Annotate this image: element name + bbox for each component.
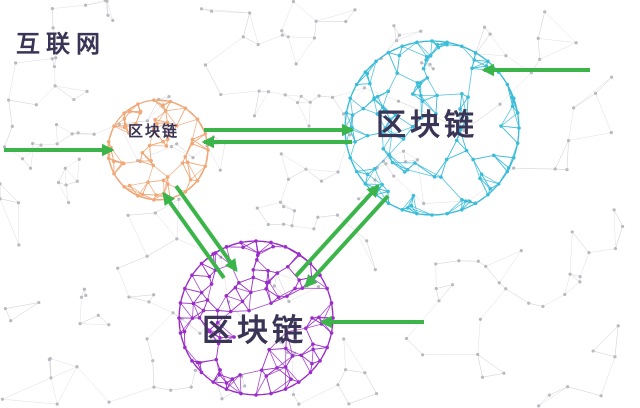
page-title: 互联网: [16, 30, 106, 58]
node-label-large: 区块链: [376, 108, 478, 143]
blockchain-node-large: [343, 39, 521, 217]
arrow-small-to-purple: [174, 184, 238, 273]
arrow-purple-to-cyan: [294, 184, 380, 278]
arrow-purple-to-small: [162, 191, 226, 280]
node-label-bottom: 区块链: [202, 313, 307, 349]
arrow-cyan-to-purple: [304, 194, 390, 288]
node-label-small: 区块链: [128, 122, 180, 140]
blockchain-node-small: [106, 98, 210, 202]
